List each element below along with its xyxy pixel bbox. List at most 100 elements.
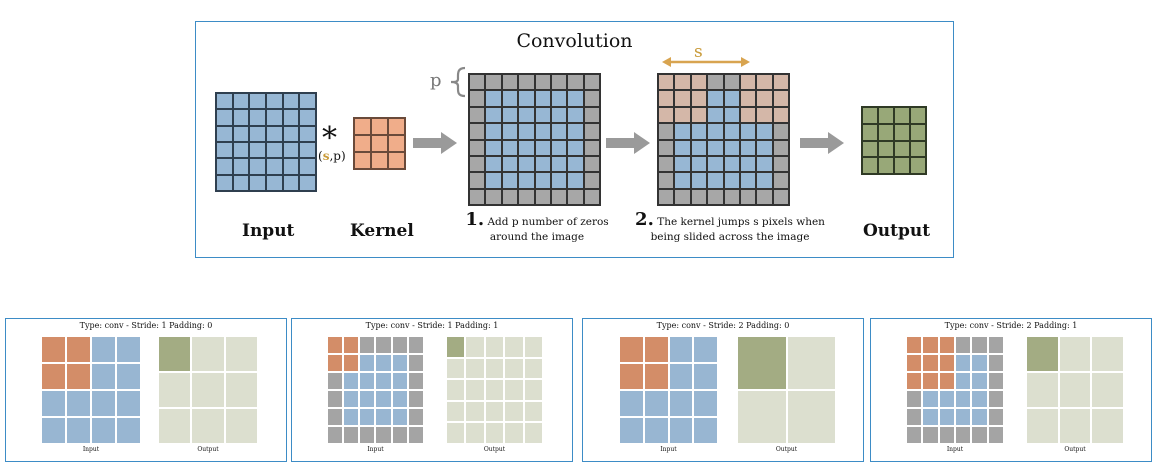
padded-cell bbox=[485, 172, 502, 189]
example-output-cell bbox=[446, 379, 466, 401]
example-output-cell bbox=[523, 400, 543, 423]
example-input-cell bbox=[643, 363, 669, 390]
padded-cell bbox=[583, 90, 600, 107]
input-cell bbox=[265, 158, 283, 175]
padded-cell bbox=[583, 188, 600, 205]
output-cell bbox=[878, 157, 894, 174]
example-input-cell bbox=[343, 408, 360, 426]
padded-cell bbox=[534, 188, 551, 205]
example-1-input-grid bbox=[41, 336, 141, 444]
stride-cell bbox=[658, 106, 675, 124]
convolution-operator: * bbox=[322, 121, 337, 156]
input-cell bbox=[232, 142, 250, 159]
example-input-cell bbox=[375, 354, 392, 372]
padded-cell bbox=[550, 106, 568, 124]
stride-cell bbox=[690, 90, 708, 107]
example-input-cell bbox=[391, 426, 408, 444]
stride-cell bbox=[772, 123, 789, 140]
padded-cell bbox=[485, 106, 502, 124]
input-cell bbox=[265, 109, 283, 126]
step1-line1: Add p number of zeros bbox=[487, 216, 609, 228]
kernel-cell bbox=[388, 118, 405, 135]
step1-line2: around the image bbox=[489, 231, 585, 243]
example-input-cell bbox=[938, 354, 955, 372]
example-input-cell bbox=[327, 372, 344, 390]
stride-cell bbox=[690, 123, 708, 140]
example-input-cell bbox=[116, 336, 141, 363]
stride-cell bbox=[690, 188, 708, 205]
padded-cell bbox=[550, 123, 568, 140]
example-input-cell bbox=[66, 417, 91, 444]
example-input-cell bbox=[91, 417, 116, 444]
input-cell bbox=[232, 125, 250, 142]
example-input-cell bbox=[938, 390, 955, 408]
example-output-cell bbox=[737, 336, 787, 390]
output-grid bbox=[861, 106, 927, 175]
output-cell bbox=[910, 140, 926, 158]
example-panel-4: Type: conv - Stride: 2 Padding: 1 Input … bbox=[870, 318, 1152, 462]
stride-cell bbox=[739, 155, 757, 173]
example-input-cell bbox=[359, 426, 376, 444]
input-cell bbox=[216, 174, 233, 191]
input-cell bbox=[232, 158, 250, 175]
example-output-cell bbox=[1058, 336, 1092, 372]
example-input-cell bbox=[41, 390, 66, 417]
padded-cell bbox=[485, 188, 502, 205]
example-input-cell bbox=[906, 372, 923, 390]
example-3-title: Type: conv - Stride: 2 Padding: 0 bbox=[656, 321, 790, 330]
padded-cell bbox=[501, 106, 519, 124]
example-2-input-grid bbox=[327, 336, 424, 444]
output-cell bbox=[894, 157, 910, 174]
example-output-cell bbox=[523, 357, 543, 380]
kernel-cell bbox=[354, 118, 371, 135]
stride-cell bbox=[739, 90, 757, 107]
input-grid bbox=[215, 92, 317, 192]
example-input-cell bbox=[407, 372, 424, 390]
stride-cell bbox=[658, 172, 675, 189]
example-output-cell bbox=[158, 408, 192, 444]
output-cell bbox=[894, 107, 910, 124]
example-1-output-grid bbox=[158, 336, 258, 444]
stride-demo-grid bbox=[657, 73, 790, 206]
example-input-cell bbox=[343, 336, 360, 354]
example-input-cell bbox=[668, 417, 694, 444]
example-input-cell bbox=[971, 408, 988, 426]
stride-cell bbox=[707, 74, 724, 91]
stride-cell bbox=[658, 139, 675, 156]
padded-cell bbox=[518, 155, 535, 173]
example-output-cell bbox=[1026, 336, 1059, 372]
stride-cell bbox=[756, 155, 773, 173]
example-input-cell bbox=[668, 336, 694, 363]
input-cell bbox=[299, 93, 316, 110]
padded-cell bbox=[485, 74, 502, 91]
padded-cell bbox=[501, 90, 519, 107]
example-input-cell bbox=[987, 390, 1004, 408]
stride-cell bbox=[707, 106, 724, 124]
example-input-cell bbox=[922, 426, 939, 444]
kernel-cell bbox=[388, 152, 405, 169]
example-output-cell bbox=[446, 336, 466, 358]
example-input-cell bbox=[116, 363, 141, 390]
example-input-cell bbox=[987, 336, 1004, 354]
stride-cell bbox=[658, 74, 675, 91]
arrow-to-stride bbox=[606, 132, 650, 154]
example-output-cell bbox=[1058, 372, 1092, 408]
stride-cell bbox=[756, 90, 773, 107]
input-cell bbox=[299, 174, 316, 191]
example-input-cell bbox=[66, 390, 91, 417]
example-input-cell bbox=[91, 363, 116, 390]
arrow-to-output bbox=[800, 132, 844, 154]
padded-cell bbox=[534, 123, 551, 140]
stride-cell bbox=[756, 106, 773, 124]
padded-cell bbox=[469, 155, 486, 173]
padded-cell bbox=[567, 172, 584, 189]
example-input-cell bbox=[619, 363, 644, 390]
stride-cell bbox=[739, 172, 757, 189]
padded-cell bbox=[501, 123, 519, 140]
input-label: Input bbox=[242, 221, 295, 241]
stride-cell bbox=[739, 139, 757, 156]
padded-cell bbox=[534, 172, 551, 189]
padded-cell bbox=[501, 74, 519, 91]
example-output-cell bbox=[1091, 372, 1124, 408]
padded-cell bbox=[550, 139, 568, 156]
